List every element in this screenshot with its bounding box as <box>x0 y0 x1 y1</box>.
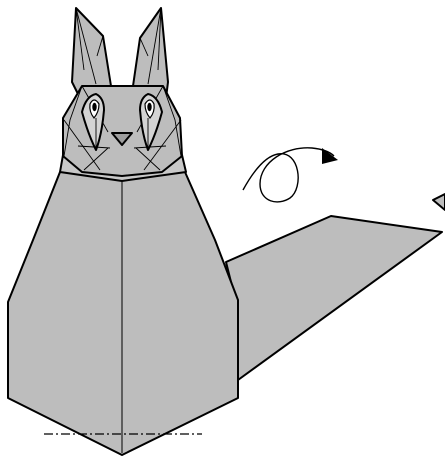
body <box>8 172 238 455</box>
head <box>63 86 182 176</box>
right-ear <box>133 8 168 98</box>
left-ear <box>72 8 111 98</box>
rotate-over-arrow-path <box>243 148 334 202</box>
body-shape <box>8 172 238 455</box>
tail <box>226 216 442 380</box>
tail-shape <box>226 216 442 380</box>
right-ear-shape <box>133 8 168 98</box>
rotate-over-arrowhead <box>322 148 338 164</box>
right-eye-pupil <box>147 103 151 111</box>
head-shape <box>63 86 182 176</box>
left-eye-pupil <box>92 103 96 111</box>
tail-tip <box>433 194 445 210</box>
rotate-over-arrow-icon <box>243 148 338 202</box>
